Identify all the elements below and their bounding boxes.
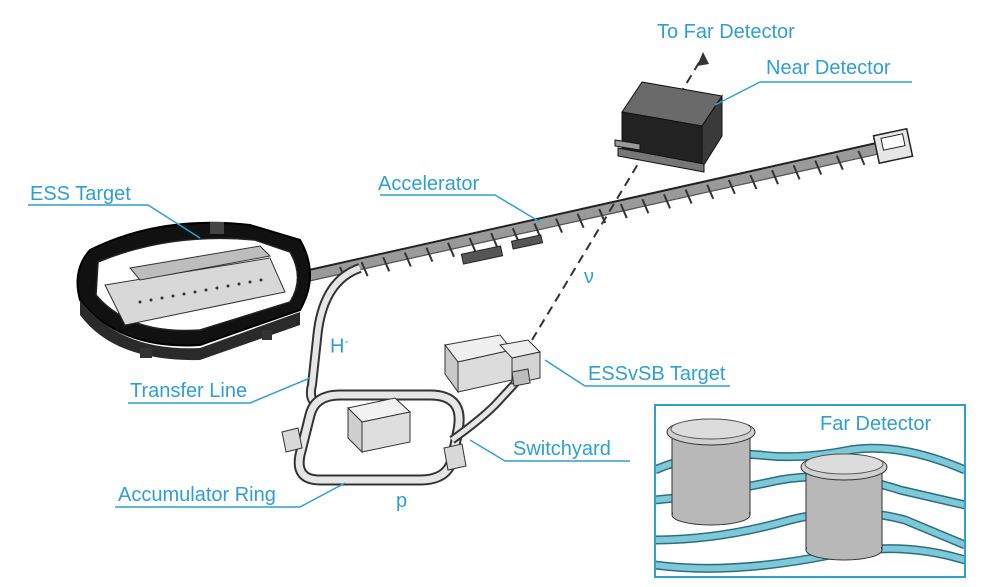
linac-rib xyxy=(684,189,693,204)
label-essvsb-target: ESSvSB Target xyxy=(588,363,726,385)
linac-rib xyxy=(468,237,477,253)
linac-rib xyxy=(663,194,671,209)
service-blocks xyxy=(281,427,467,471)
linac-rib xyxy=(382,256,391,272)
linac-rib xyxy=(576,213,585,229)
linac-rib xyxy=(771,169,779,185)
linac-rib xyxy=(555,218,563,233)
target-marker-dot xyxy=(226,284,230,288)
target-marker-dot xyxy=(149,298,153,302)
target-marker-dot xyxy=(193,290,197,294)
linac-rib xyxy=(835,155,844,171)
linac-rib xyxy=(641,198,650,214)
target-marker-dot xyxy=(204,288,208,292)
beam-arrow-head xyxy=(697,52,709,66)
linac-rib xyxy=(749,174,758,190)
label-transfer-line: Transfer Line xyxy=(130,380,248,402)
h-minus-superscript: - xyxy=(344,334,349,348)
label-switchyard: Switchyard xyxy=(513,438,611,460)
far-detector-inset xyxy=(654,404,966,578)
target-marker-dot xyxy=(171,294,175,298)
target-marker-dot xyxy=(237,282,241,286)
label-to-far-detector: To Far Detector xyxy=(657,21,795,43)
label-near-detector: Near Detector xyxy=(766,57,891,79)
target-marker-dot xyxy=(138,300,142,304)
target-marker-dot xyxy=(160,296,164,300)
ess-target-building xyxy=(76,221,311,361)
essvsb-target-station xyxy=(444,334,542,394)
linac-rib xyxy=(490,232,499,248)
linac-rib xyxy=(425,247,434,263)
linac-rib xyxy=(857,150,866,166)
switchyard-line xyxy=(449,374,524,444)
label-proton: p xyxy=(396,490,408,512)
label-accumulator-ring: Accumulator Ring xyxy=(118,484,276,506)
linac-rib xyxy=(447,242,455,258)
accelerator-linac xyxy=(299,127,914,283)
target-marker-dot xyxy=(248,280,252,284)
h-minus-symbol: H xyxy=(330,335,345,358)
target-marker-dot xyxy=(259,278,263,282)
linac-rib xyxy=(727,179,736,195)
leader-lines xyxy=(28,81,912,508)
linac-rib xyxy=(619,203,628,219)
linac-rib xyxy=(792,164,801,180)
accumulator-ring xyxy=(293,389,465,486)
target-marker-dot xyxy=(182,292,186,296)
linac-rib xyxy=(403,252,412,267)
near-detector xyxy=(614,81,723,173)
label-accelerator: Accelerator xyxy=(378,173,480,195)
label-h-minus: H- xyxy=(330,330,348,358)
linac-rib xyxy=(360,261,369,277)
label-ess-target: ESS Target xyxy=(30,183,131,205)
label-far-detector: Far Detector xyxy=(820,413,932,435)
ring-building xyxy=(346,397,412,454)
target-marker-dot xyxy=(215,286,219,290)
label-neutrino: ν xyxy=(584,266,594,288)
linac-rib xyxy=(814,160,823,175)
linac-rib xyxy=(706,184,715,200)
